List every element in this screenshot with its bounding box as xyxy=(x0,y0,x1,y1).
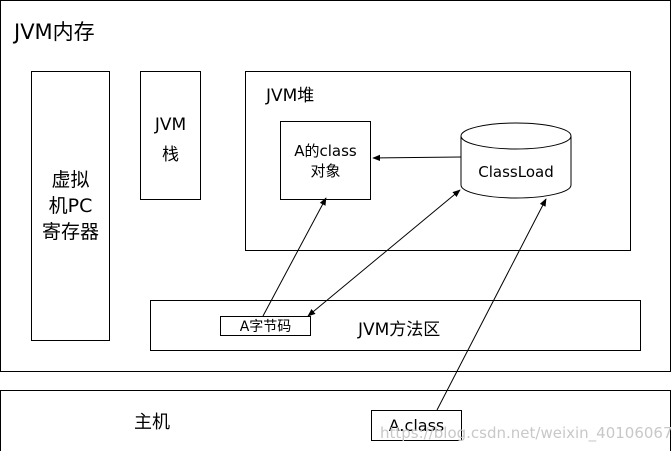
a-bytecode-label: A字节码 xyxy=(239,319,292,335)
pc-register-label-line1: 虚拟 xyxy=(51,169,90,191)
pc-register-label-line2: 机PC xyxy=(48,195,93,217)
pc-register-box: 虚拟 机PC 寄存器 xyxy=(31,71,110,341)
a-bytecode-box: A字节码 xyxy=(220,316,311,336)
host-title: 主机 xyxy=(134,412,170,433)
pc-register-label-line3: 寄存器 xyxy=(41,221,99,243)
watermark-text: https://blog.csdn.net/weixin_40106067 xyxy=(380,424,671,442)
jvm-stack-box: JVM 栈 xyxy=(140,71,201,200)
jvm-method-area-title: JVM方法区 xyxy=(358,320,441,340)
arrow-class-file-to-classload xyxy=(436,198,547,411)
arrow-bytecode-to-object xyxy=(262,197,327,317)
a-class-object-box: A的class 对象 xyxy=(280,121,371,200)
arrow-classload-bytecode-bidirectional xyxy=(307,189,461,317)
jvm-heap-title: JVM堆 xyxy=(266,86,315,106)
classload-label: ClassLoad xyxy=(478,163,554,181)
jvm-stack-label-line2: 栈 xyxy=(162,145,179,165)
host-box xyxy=(0,390,671,451)
a-class-file-box: A.class xyxy=(371,410,462,441)
jvm-memory-title: JVM内存 xyxy=(14,20,95,44)
a-class-file-label: A.class xyxy=(388,416,445,435)
arrow-classload-to-object xyxy=(372,154,462,162)
jvm-stack-label-line1: JVM xyxy=(154,115,187,135)
a-class-object-label-line1: A的class xyxy=(294,141,357,160)
a-class-object-label-line2: 对象 xyxy=(310,161,341,180)
classload-cylinder xyxy=(460,122,572,199)
